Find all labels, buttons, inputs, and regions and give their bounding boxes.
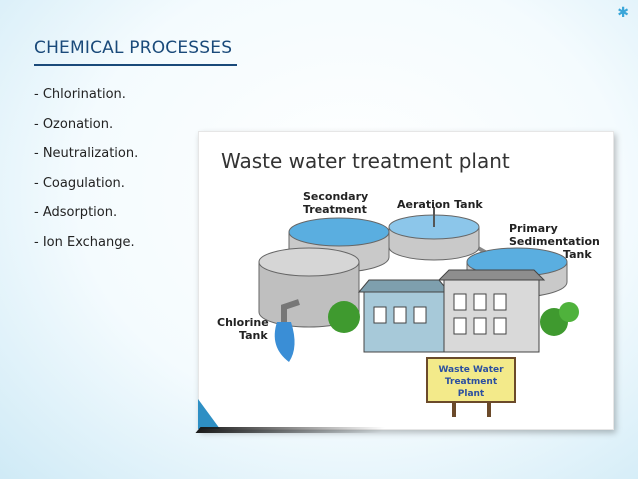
list-item: - Adsorption. xyxy=(34,205,118,220)
label-chlorine-2: Tank xyxy=(239,329,268,342)
figure-heading: Waste water treatment plant xyxy=(221,149,510,173)
list-item: - Neutralization. xyxy=(34,146,139,161)
slide-title: CHEMICAL PROCESSES xyxy=(34,38,233,58)
process-list: - Chlorination. - Ozonation. - Neutraliz… xyxy=(34,86,138,263)
label-primary-1: Primary xyxy=(509,222,558,235)
sign-line-3: Plant xyxy=(458,389,485,399)
plant-sign: Waste Water Treatment Plant xyxy=(426,357,516,417)
label-chlorine-1: Chlorine xyxy=(217,316,269,329)
label-primary-2: Sedimentation xyxy=(509,235,600,248)
title-underline xyxy=(34,64,237,66)
list-item: - Ion Exchange. xyxy=(34,234,135,250)
list-item: - Ozonation. xyxy=(34,116,114,132)
sign-line-2: Treatment xyxy=(445,377,498,387)
sign-line-1: Waste Water xyxy=(438,365,504,375)
list-item: - Coagulation. xyxy=(34,175,125,191)
label-secondary-2: Treatment xyxy=(303,203,367,216)
star-icon: ✱ xyxy=(617,5,629,21)
plant-illustration: Waste water treatment plant xyxy=(217,149,600,417)
corner-shadow xyxy=(195,427,386,433)
treatment-plant-image: Waste water treatment plant xyxy=(198,131,614,430)
plant-building xyxy=(357,269,546,353)
corner-accent xyxy=(198,399,220,429)
label-primary-3: Tank xyxy=(563,248,592,261)
label-aeration: Aeration Tank xyxy=(397,198,483,211)
aeration-tank xyxy=(388,207,480,261)
tree-left xyxy=(328,301,360,333)
list-item: - Chlorination. xyxy=(34,87,126,102)
label-secondary-1: Secondary xyxy=(303,190,368,203)
